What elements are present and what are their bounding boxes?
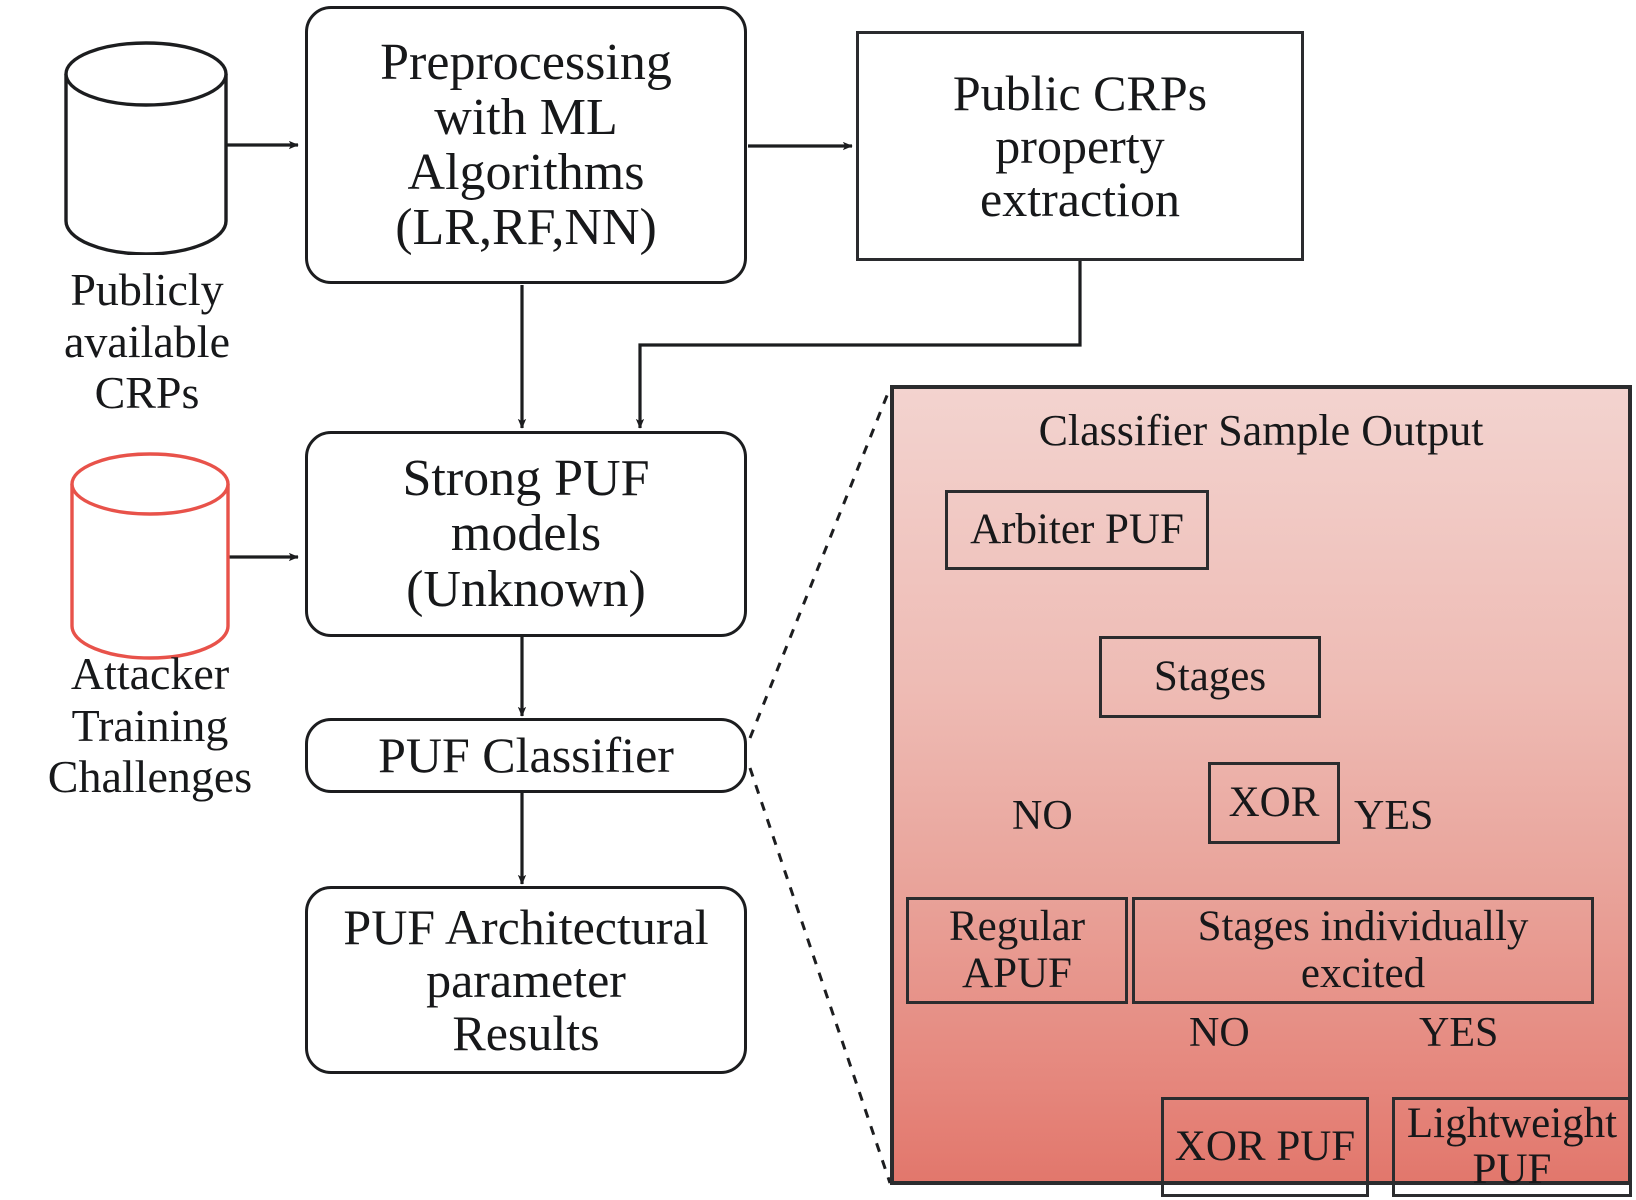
tree-node-lightweight-puf[interactable]: Lightweight PUF — [1392, 1097, 1632, 1197]
public-crps-cylinder — [62, 40, 230, 255]
puf-classifier-node[interactable]: PUF Classifier — [305, 718, 747, 793]
attacker-challenges-caption: Attacker Training Challenges — [47, 648, 253, 803]
public-crps-property-extraction-node[interactable]: Public CRPs property extraction — [856, 31, 1304, 261]
strong-puf-models-node[interactable]: Strong PUF models (Unknown) — [305, 431, 747, 637]
attacker-challenges-cylinder — [68, 452, 234, 660]
edge-label-xor-yes: YES — [1354, 793, 1434, 839]
edge-label-excited-no: NO — [1189, 1010, 1250, 1056]
tree-node-regular-apuf[interactable]: Regular APUF — [906, 897, 1128, 1004]
edge-label-xor-no: NO — [1012, 793, 1073, 839]
tree-node-arbiter-puf[interactable]: Arbiter PUF — [945, 490, 1209, 570]
edge-label-excited-yes: YES — [1419, 1010, 1499, 1056]
puf-architectural-results-node[interactable]: PUF Architectural parameter Results — [305, 886, 747, 1074]
public-crps-caption: Publicly available CRPs — [63, 264, 230, 419]
tree-node-stages-individually-excited[interactable]: Stages individually excited — [1132, 897, 1594, 1004]
preprocessing-node[interactable]: Preprocessing with ML Algorithms (LR,RF,… — [305, 6, 747, 284]
tree-node-stages[interactable]: Stages — [1099, 636, 1321, 718]
panel-title: Classifier Sample Output — [1038, 406, 1484, 455]
tree-node-xor-puf[interactable]: XOR PUF — [1161, 1097, 1369, 1197]
classifier-sample-output-panel: Classifier Sample Output Arbiter PUF Sta… — [890, 385, 1632, 1197]
tree-node-xor[interactable]: XOR — [1208, 762, 1340, 844]
